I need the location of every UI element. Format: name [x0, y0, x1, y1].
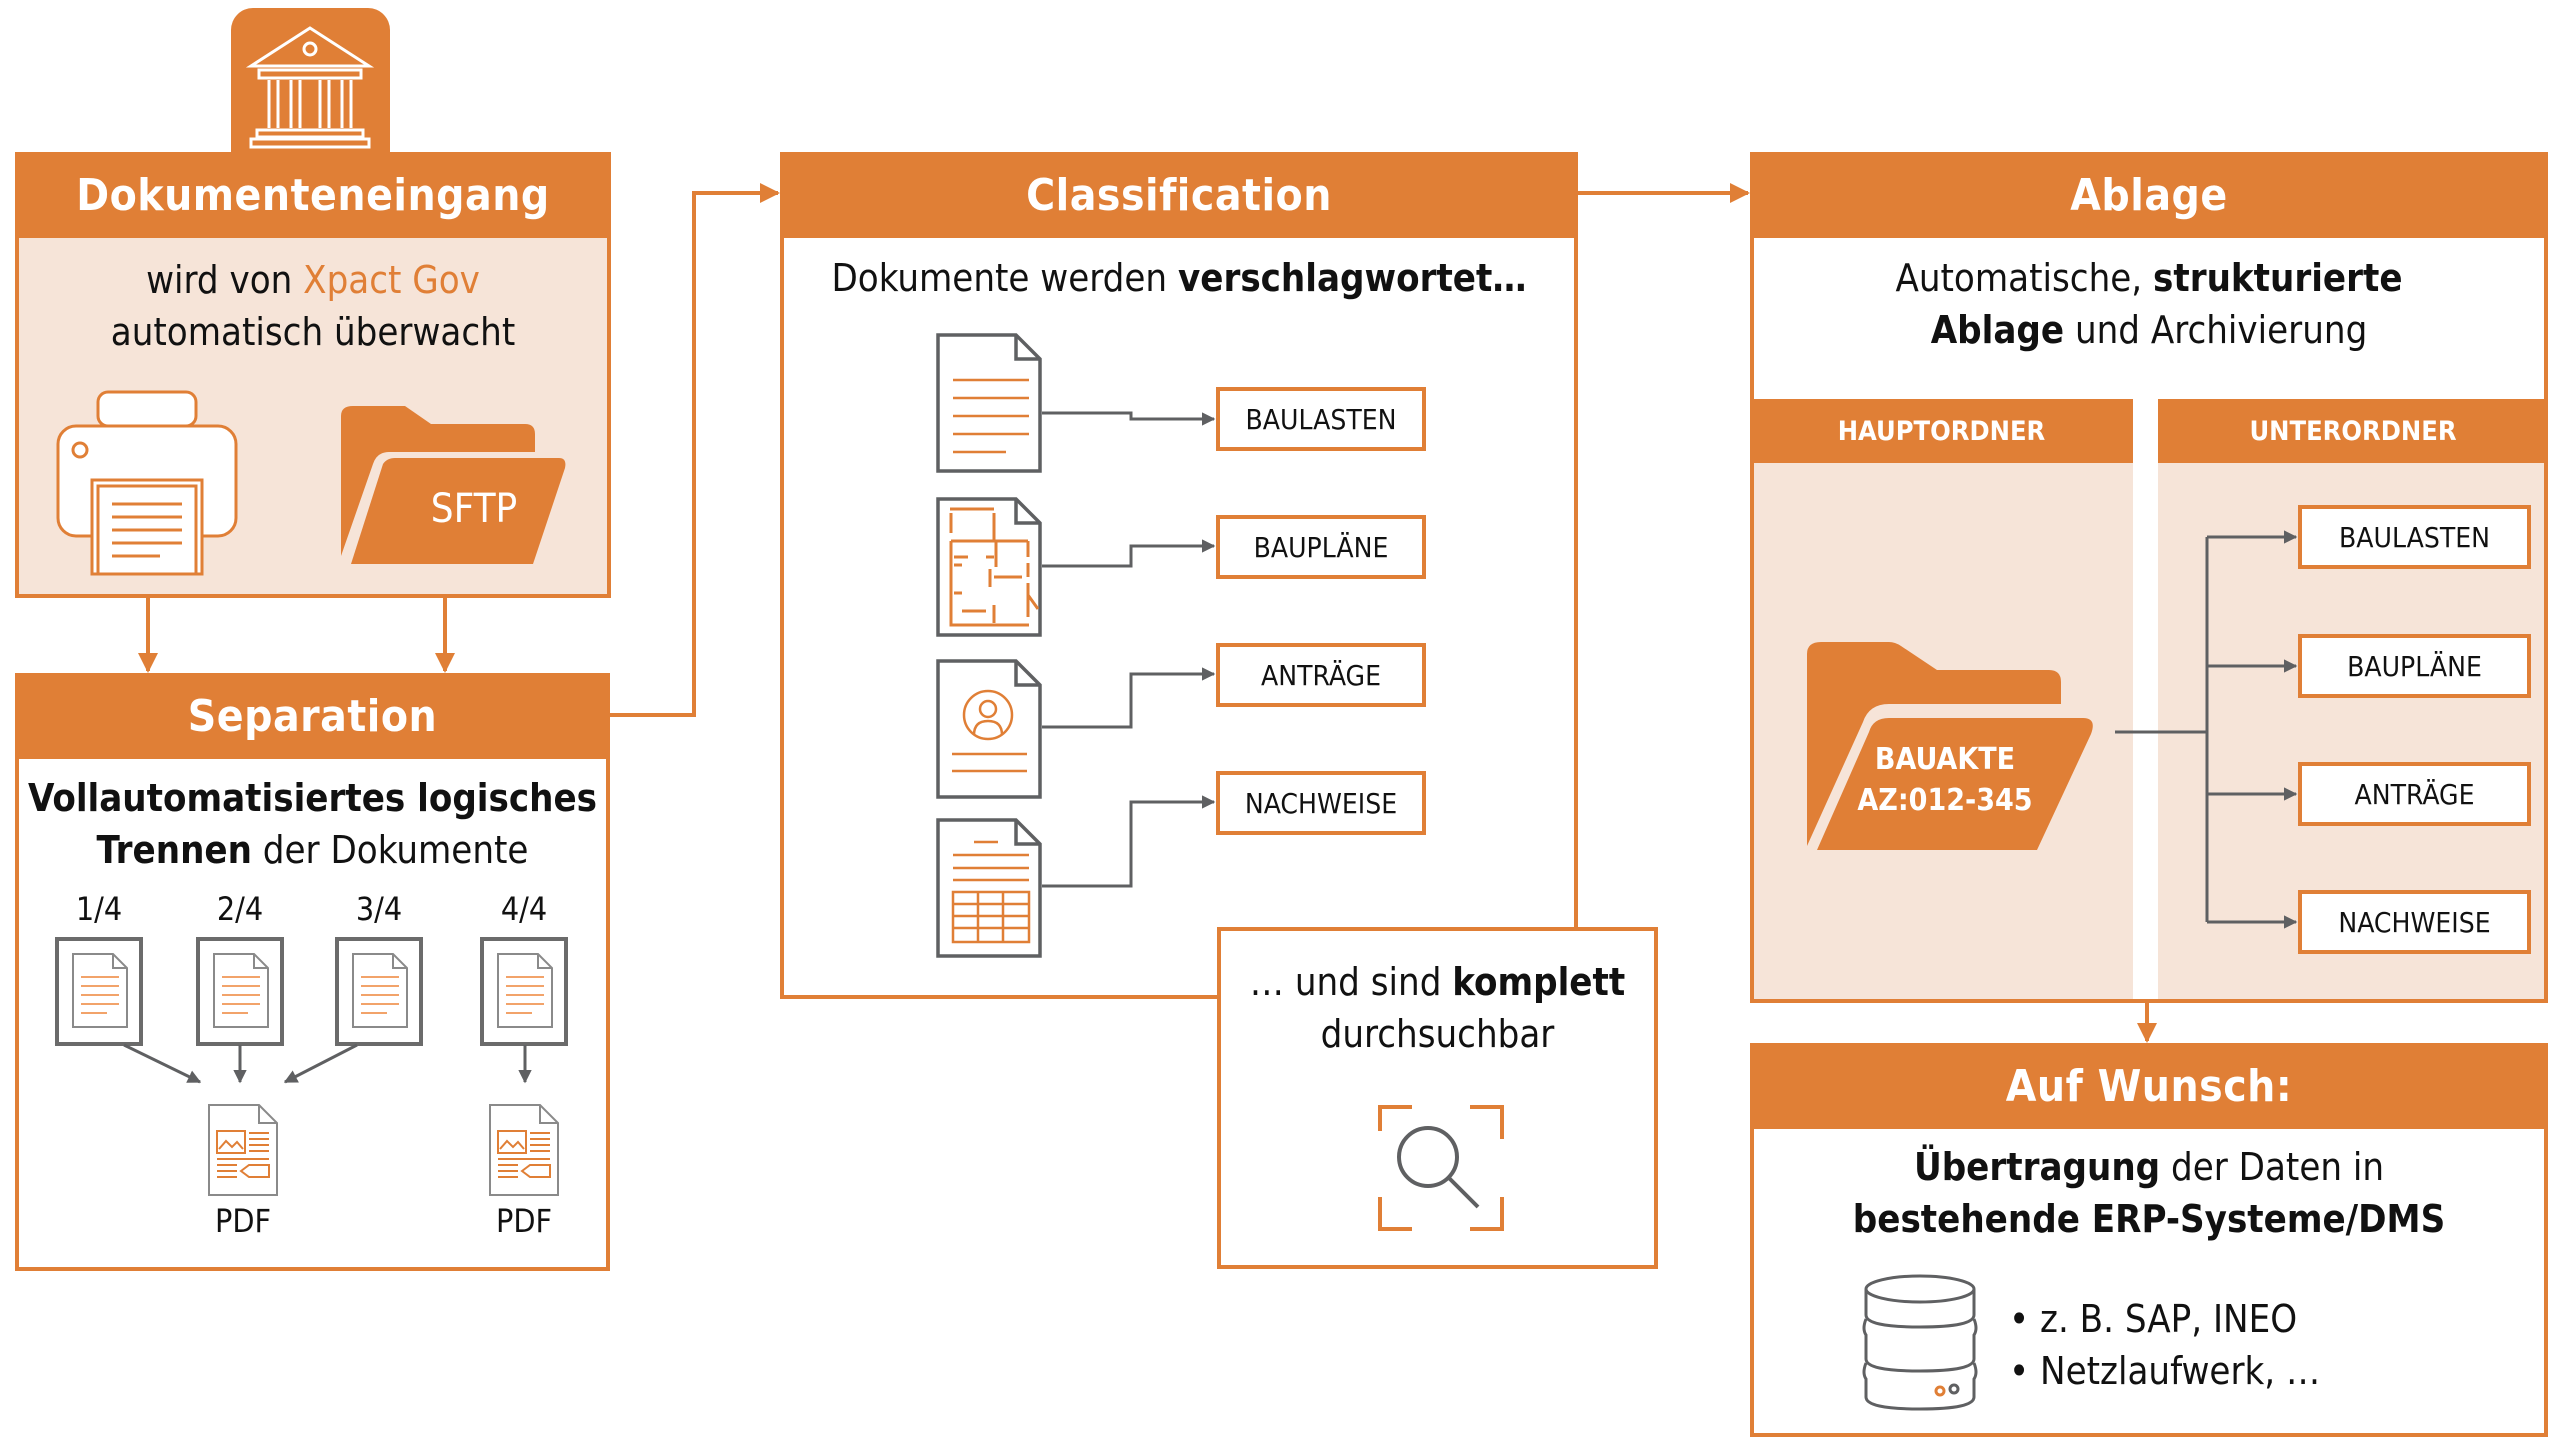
optional-description-line1: Übertragung der Daten in [1913, 1145, 2385, 1189]
government-building-icon [245, 26, 375, 149]
page-label-3: 3/4 [355, 890, 403, 928]
intake-description-line1: wird von Xpact Gov [146, 258, 480, 302]
searchable-line1: … und sind komplett [1249, 960, 1626, 1004]
intake-description-line2: automatisch überwacht [110, 310, 516, 354]
ablage-description-line2: Ablage und Archivierung [1930, 308, 2368, 352]
page-label-1: 1/4 [75, 890, 123, 928]
folder-name: BAUAKTE [1874, 742, 2016, 777]
subfolder-bauplaene[interactable]: BAUPLÄNE [2298, 634, 2531, 698]
subfolder-antraege[interactable]: ANTRÄGE [2298, 762, 2531, 826]
subfolder-baulasten[interactable]: BAULASTEN [2298, 505, 2531, 569]
classification-tag-baulasten: BAULASTEN [1216, 387, 1426, 451]
classification-tag-nachweise: NACHWEISE [1216, 771, 1426, 835]
sub-folder-header: UNTERORDNER [2158, 399, 2548, 463]
searchable-panel: … und sind komplett durchsuchbar [1217, 927, 1658, 1269]
optional-description-line2: bestehende ERP-Systeme/DMS [1852, 1197, 2446, 1241]
subfolder-nachweise[interactable]: NACHWEISE [2298, 890, 2531, 954]
pdf-label-2: PDF [495, 1202, 553, 1240]
main-folder-header: HAUPTORDNER [1750, 399, 2133, 463]
printer-icon [56, 390, 238, 576]
target-system-list: • z. B. SAP, INEO • Netzlaufwerk, … [2009, 1293, 2509, 1397]
intake-title: Dokumenteneingang [15, 152, 611, 238]
government-building-tab [231, 8, 390, 158]
page-label-2: 2/4 [216, 890, 264, 928]
arrow-separation-to-classification [610, 183, 780, 717]
pdf-label-1: PDF [214, 1202, 272, 1240]
classification-tag-bauplaene: BAUPLÄNE [1216, 515, 1426, 579]
separation-description-line1: Vollautomatisiertes logisches [27, 776, 598, 820]
classification-title: Classification [780, 152, 1578, 238]
target-system-item: • Netzlaufwerk, … [2009, 1349, 2321, 1393]
folder-open-icon [1807, 642, 2093, 850]
searchable-line2: durchsuchbar [1320, 1012, 1555, 1056]
optional-transfer-panel: Auf Wunsch: Übertragung der Daten in bes… [1750, 1043, 2548, 1437]
sftp-folder-icon [341, 406, 566, 564]
folder-id: AZ:012-345 [1857, 783, 2033, 818]
brand-name: Xpact Gov [303, 258, 480, 302]
separation-description-line2: Trennen der Dokumente [96, 828, 529, 872]
target-system-item: • z. B. SAP, INEO [2009, 1297, 2298, 1341]
classification-description: Dokumente werden verschlagwortet… [831, 256, 1527, 300]
main-folder[interactable]: BAUAKTE AZ:012-345 [1805, 640, 2095, 850]
classification-tag-antraege: ANTRÄGE [1216, 643, 1426, 707]
separation-title: Separation [15, 673, 610, 759]
sftp-label: SFTP [430, 486, 518, 532]
sftp-folder: SFTP [339, 406, 569, 571]
classification-panel: Classification Dokumente werden verschla… [780, 152, 1578, 999]
ablage-description-line1: Automatische, strukturierte [1895, 256, 2403, 300]
separation-panel: Separation Vollautomatisiertes logisches… [15, 673, 610, 1271]
page-label-4: 4/4 [500, 890, 548, 928]
database-icon [1862, 1274, 1978, 1411]
ablage-title: Ablage [1750, 152, 2548, 238]
optional-title: Auf Wunsch: [1750, 1043, 2548, 1129]
intake-panel: Dokumenteneingang wird von Xpact Gov aut… [15, 152, 611, 598]
search-icon [1378, 1105, 1504, 1231]
